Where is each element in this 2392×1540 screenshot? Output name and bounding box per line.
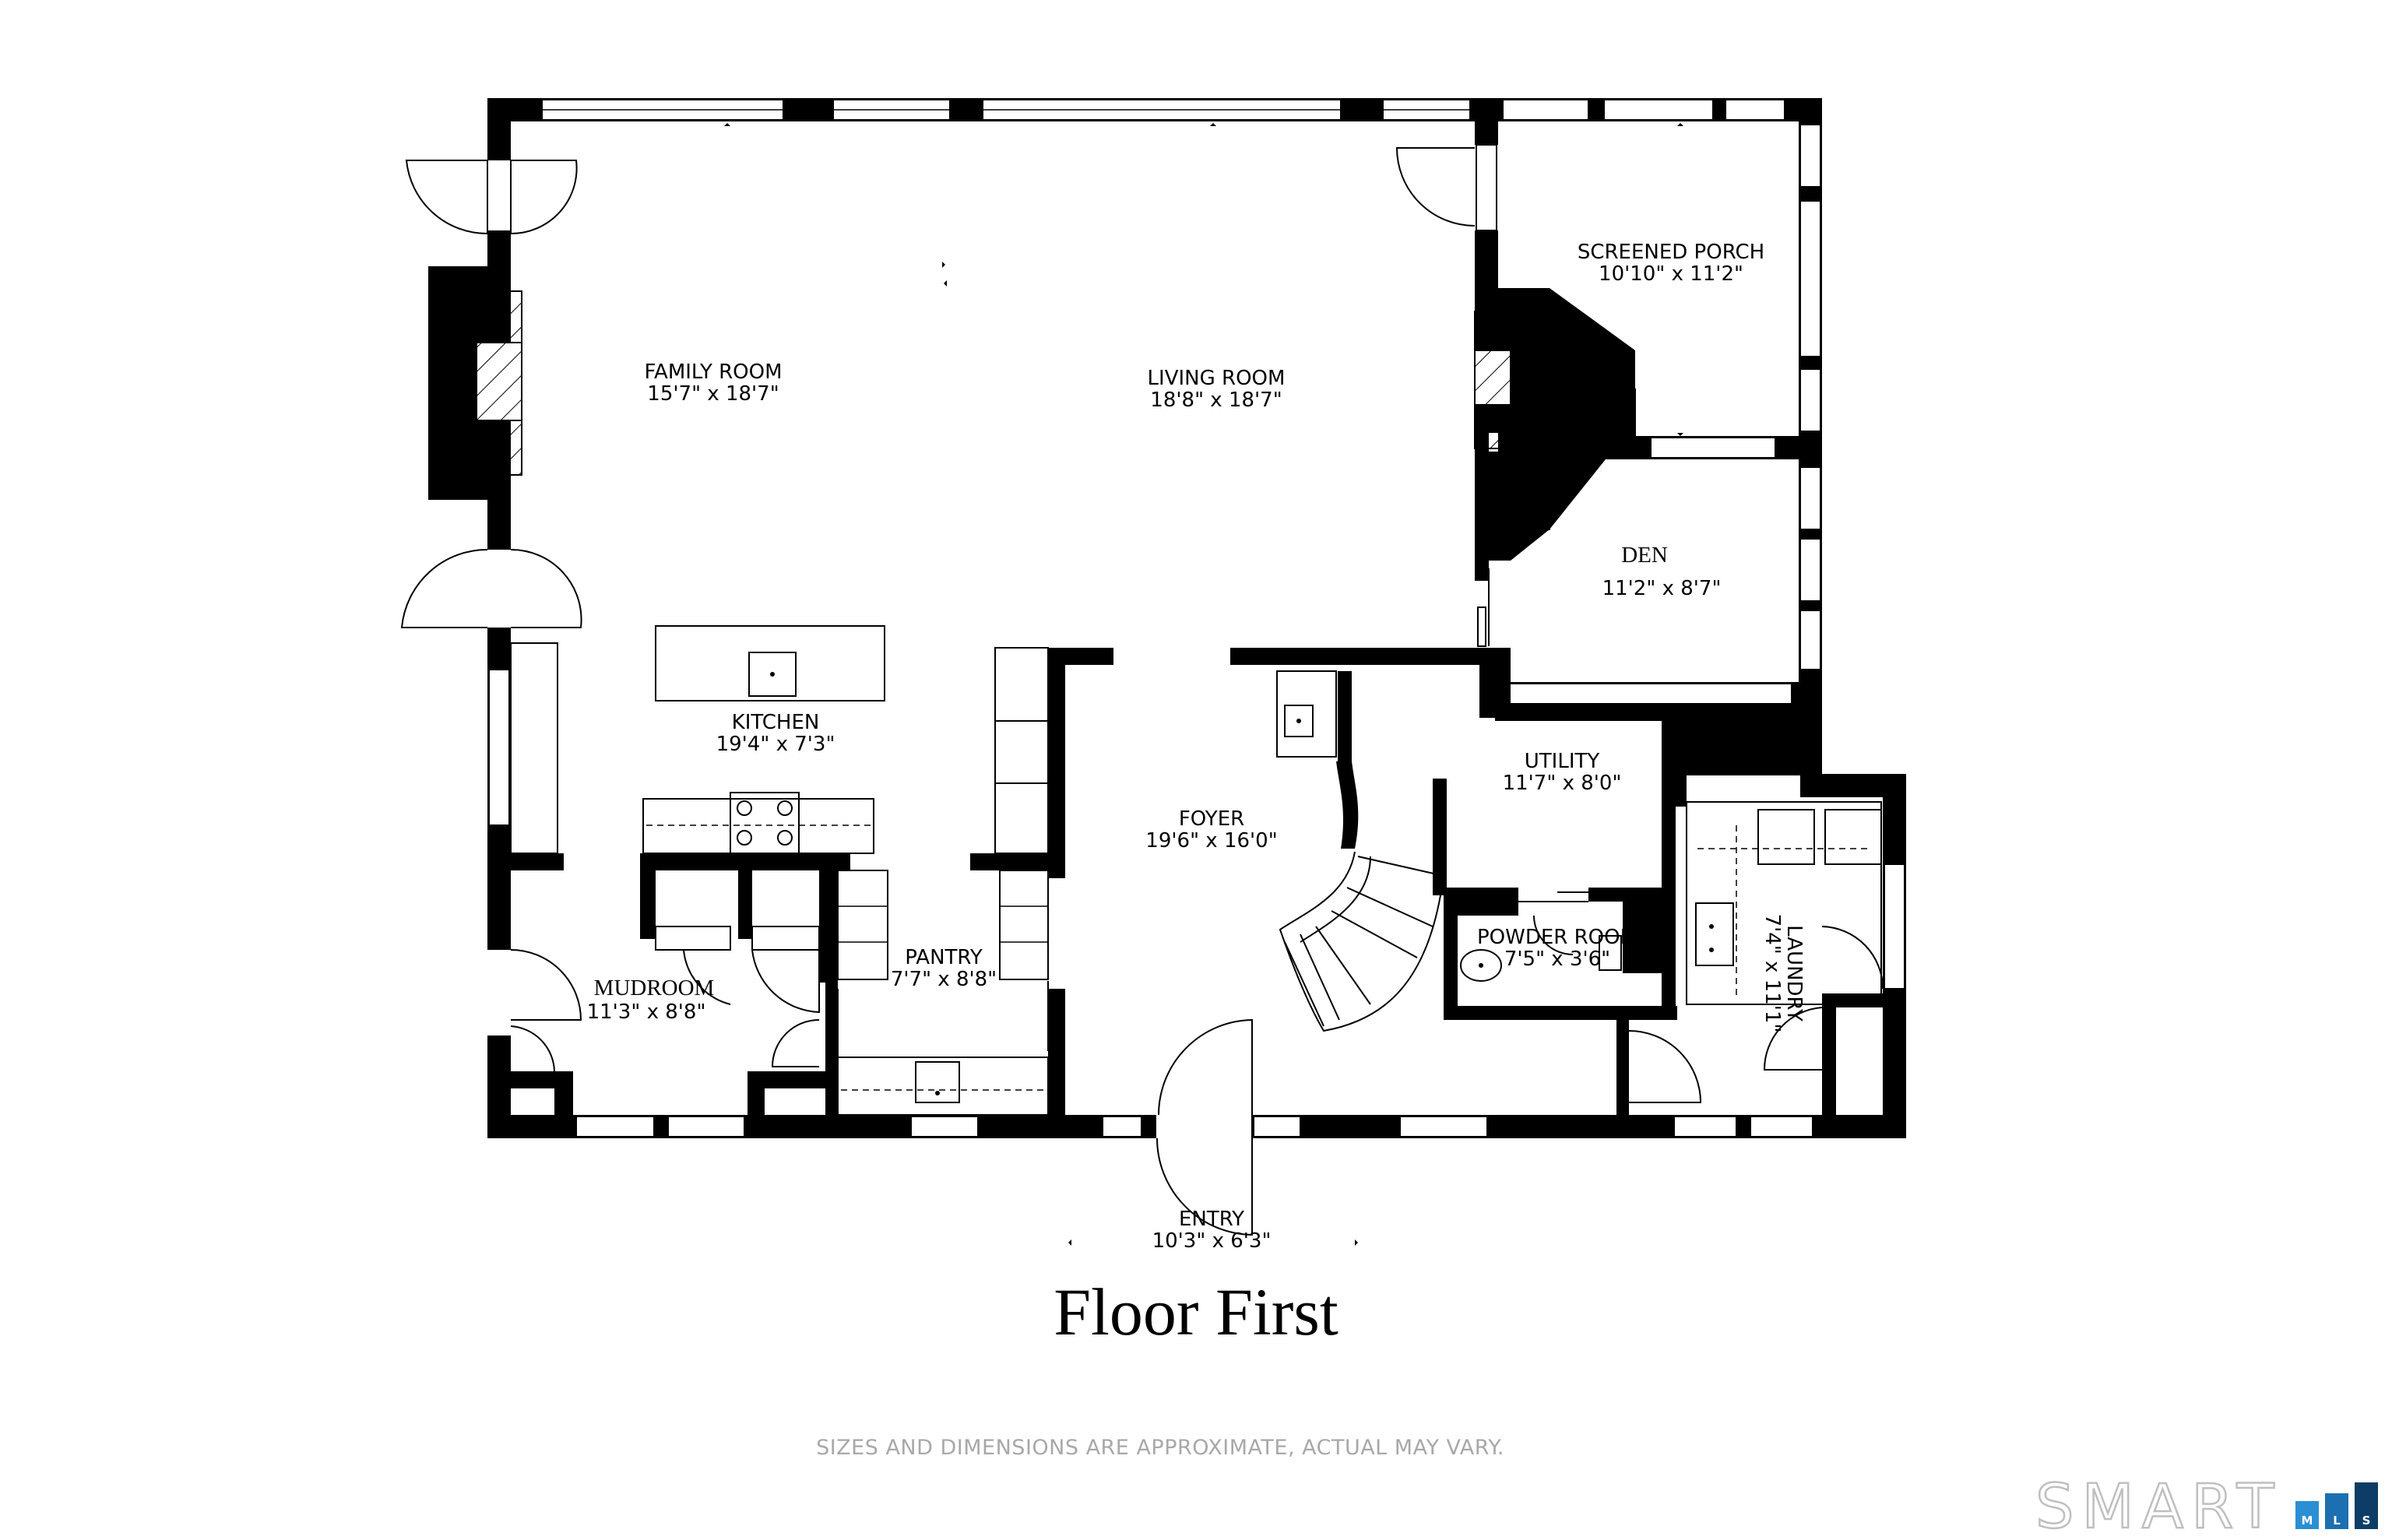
entry-size: 10'3" x 6'3"	[1152, 1229, 1272, 1253]
right-windows	[1799, 124, 1821, 670]
entry-name: ENTRY	[1179, 1208, 1244, 1231]
logo-word: SMART	[2035, 1472, 2281, 1540]
family-room-size: 15'7" x 18'7"	[647, 382, 779, 406]
screened-porch-size: 10'10" x 11'2"	[1599, 262, 1743, 286]
den-size: 11'2" x 8'7"	[1602, 577, 1722, 600]
foyer-closet	[1276, 670, 1337, 758]
pantry-name: PANTRY	[905, 946, 983, 969]
utility-size: 11'7" x 8'0"	[1503, 772, 1622, 795]
kitchen-island	[655, 625, 885, 701]
staircase	[1279, 851, 1441, 1032]
pantry-shelves	[837, 870, 1049, 1116]
logo-box-l	[2325, 1493, 2348, 1529]
living-room-name: LIVING ROOM	[1148, 367, 1286, 390]
living-room-size: 18'8" x 18'7"	[1150, 389, 1282, 412]
front-door	[1155, 1018, 1253, 1236]
laundry-fixtures	[1628, 801, 1905, 1103]
logo-letter-s: S	[2362, 1514, 2371, 1528]
kitchen-name: KITCHEN	[732, 711, 820, 734]
family-room-name: FAMILY ROOM	[644, 360, 782, 384]
mudroom-fixtures	[510, 926, 1049, 1115]
foyer-size: 19'6" x 16'0"	[1145, 829, 1277, 853]
smart-mls-logo: SMART M L S	[2035, 1471, 2378, 1540]
den-name: DEN	[1621, 543, 1668, 568]
screened-porch-name: SCREENED PORCH	[1578, 241, 1764, 264]
floor-title: Floor First	[1054, 1275, 1338, 1349]
interior-doors	[1395, 147, 1593, 893]
logo-box-s	[2355, 1482, 2378, 1529]
logo-box-m	[2295, 1501, 2319, 1529]
left-openings	[400, 160, 582, 1035]
pantry-size: 7'7" x 8'8"	[891, 968, 997, 991]
kitchen-counter-left	[510, 642, 558, 854]
laundry-name: LAUNDRY	[1782, 925, 1806, 1021]
kitchen-counter-right	[994, 647, 1049, 854]
interior-walls	[487, 98, 1906, 1129]
top-windows	[541, 99, 1785, 121]
logo-letter-l: L	[2333, 1514, 2341, 1528]
kitchen-size: 19'4" x 7'3"	[716, 733, 835, 756]
dimension-ticks	[724, 123, 1683, 1246]
utility-name: UTILITY	[1525, 750, 1600, 773]
disclaimer-text: SIZES AND DIMENSIONS ARE APPROXIMATE, AC…	[816, 1436, 1504, 1460]
bottom-windows	[575, 1116, 1813, 1137]
logo-letter-m: M	[2302, 1514, 2313, 1528]
powder-room-size: 7'5" x 3'6"	[1504, 948, 1610, 971]
mudroom-name: MUDROOM	[594, 976, 715, 1000]
kitchen-range	[642, 792, 874, 854]
foyer-name: FOYER	[1179, 807, 1244, 831]
room-labels: FAMILY ROOM 15'7" x 18'7" LIVING ROOM 18…	[587, 241, 1806, 1253]
fireplace-family	[451, 290, 522, 476]
powder-room-name: POWDER ROOM	[1477, 926, 1637, 949]
powder-fixtures	[1460, 888, 1622, 982]
laundry-size: 7'4" x 11'1"	[1761, 914, 1784, 1033]
mudroom-size: 11'3" x 8'8"	[587, 1000, 706, 1024]
